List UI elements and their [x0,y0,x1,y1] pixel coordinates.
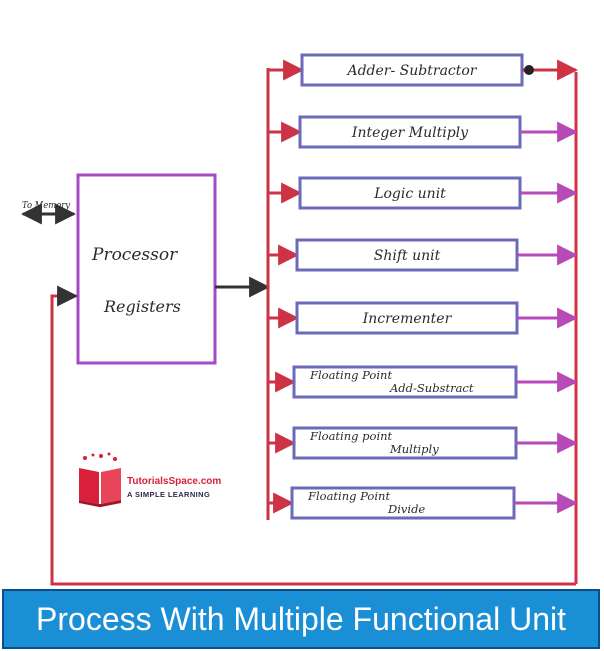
functional-unit-8-label-2: Divide [387,502,425,516]
functional-unit-7-label-1: Floating point [309,429,393,443]
functional-unit-1-label-1: Adder- Subtractor [345,63,477,79]
processor-registers-box [76,173,217,365]
functional-unit-8-label-1: Floating Point [307,489,390,503]
functional-unit-7-label-2: Multiply [389,442,439,456]
processor-label-line-1: Processor [91,245,178,265]
functional-unit-5-label-1: Incrementer [362,311,453,327]
caption-text: Process With Multiple Functional Unit [36,600,566,637]
functional-unit-6-label-2: Add-Substract [389,381,474,395]
functional-unit-4-label-1: Shift unit [374,248,441,264]
functional-unit-6-label-1: Floating Point [309,368,392,382]
tutorialsspace-logo: TutorialsSpace.com A SIMPLE LEARNING [75,452,221,508]
logo-name: TutorialsSpace.com [127,476,222,487]
functional-unit-3-label-1: Logic unit [373,186,446,202]
logo-tagline: A SIMPLE LEARNING [127,490,211,499]
feedback-loop [50,285,576,586]
adder-output-dot [524,65,534,75]
functional-unit-2-label-1: Integer Multiply [351,125,469,141]
caption-banner: Process With Multiple Functional Unit [2,589,600,649]
processor-label-line-2: Registers [103,297,181,316]
book-icon [79,452,121,507]
memory-label: To Memory [22,201,71,211]
